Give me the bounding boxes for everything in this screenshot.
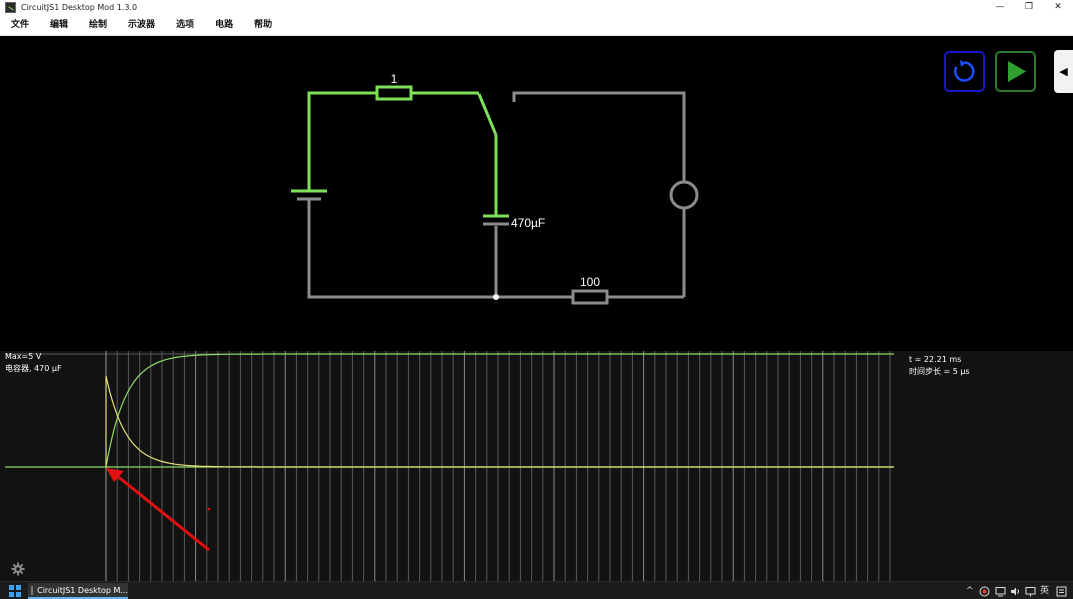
menu-bar: 文件 编辑 绘制 示波器 选项 电路 帮助 (0, 15, 1073, 36)
capacitor-label: 470µF (511, 216, 545, 230)
menu-help[interactable]: 帮助 (254, 19, 273, 30)
scope-channel-label: 电容器, 470 µF (5, 364, 62, 373)
menu-file[interactable]: 文件 (11, 19, 30, 30)
volume-icon[interactable] (1010, 586, 1021, 597)
input-language-indicator[interactable]: 英 (1040, 586, 1050, 596)
tray-chevron-icon[interactable]: ^ (966, 586, 974, 596)
network-icon[interactable] (1025, 586, 1036, 597)
scope-max-label: Max=5 V (5, 352, 42, 361)
gear-icon[interactable] (11, 562, 25, 576)
annotation-arrow-shaft (115, 473, 210, 552)
restore-button[interactable]: ❐ (1024, 2, 1034, 12)
taskbar: CircuitJS1 Desktop M... ^ 英 (0, 581, 1073, 599)
run-button[interactable] (995, 51, 1036, 92)
resistor-bottom-label: 100 (580, 275, 600, 289)
menu-draw[interactable]: 绘制 (89, 19, 108, 30)
display-icon[interactable] (995, 586, 1006, 597)
resistor-top[interactable] (375, 85, 413, 101)
resistor-bottom[interactable] (571, 289, 609, 305)
scope-current-trace (105, 375, 894, 468)
taskbar-app-label: CircuitJS1 Desktop M... (37, 585, 128, 595)
network-off-icon[interactable] (979, 586, 990, 597)
wire-battery-top[interactable] (307, 91, 377, 190)
scope-time-label: t = 22.21 ms (909, 355, 962, 364)
scope-plot[interactable] (0, 351, 1073, 581)
menu-circuits[interactable]: 电路 (215, 19, 234, 30)
reset-button[interactable] (944, 51, 985, 92)
start-button[interactable] (9, 585, 21, 597)
title-bar: CircuitJS1 Desktop Mod 1.3.0 — ❐ ✕ (0, 0, 1073, 15)
app-icon (31, 585, 34, 595)
app-icon (5, 2, 16, 13)
scope-voltage-trace (105, 353, 894, 468)
resistor-top-label: 1 (391, 72, 398, 86)
notification-icon[interactable] (1056, 586, 1067, 597)
annotation-dot (207, 507, 211, 511)
minimize-button[interactable]: — (995, 2, 1005, 12)
close-button[interactable]: ✕ (1054, 2, 1062, 12)
wire-right-loop-top[interactable] (512, 91, 686, 182)
side-panel-toggle[interactable]: ◀ (1054, 50, 1073, 93)
circuit-diagram[interactable]: 1 470µF 100 (0, 36, 1073, 350)
annotation-arrow-head (106, 468, 124, 482)
play-icon (1008, 61, 1026, 82)
lamp[interactable] (669, 180, 699, 210)
menu-options[interactable]: 选项 (176, 19, 195, 30)
junction-node (493, 294, 499, 300)
wire-battery-bottom[interactable] (307, 200, 496, 299)
switch-lever[interactable] (477, 93, 498, 136)
reset-icon (954, 60, 975, 82)
scope-timestep-label: 时间步长 = 5 µs (909, 367, 970, 376)
circuit-canvas[interactable]: 1 470µF 100 ◀ (0, 36, 1073, 350)
menu-edit[interactable]: 编辑 (50, 19, 69, 30)
taskbar-app-button[interactable]: CircuitJS1 Desktop M... (28, 583, 128, 599)
window-title: CircuitJS1 Desktop Mod 1.3.0 (21, 3, 138, 12)
scope-panel[interactable]: Max=5 V 电容器, 470 µF t = 22.21 ms 时间步长 = … (0, 351, 1073, 581)
menu-scopes[interactable]: 示波器 (128, 19, 156, 30)
